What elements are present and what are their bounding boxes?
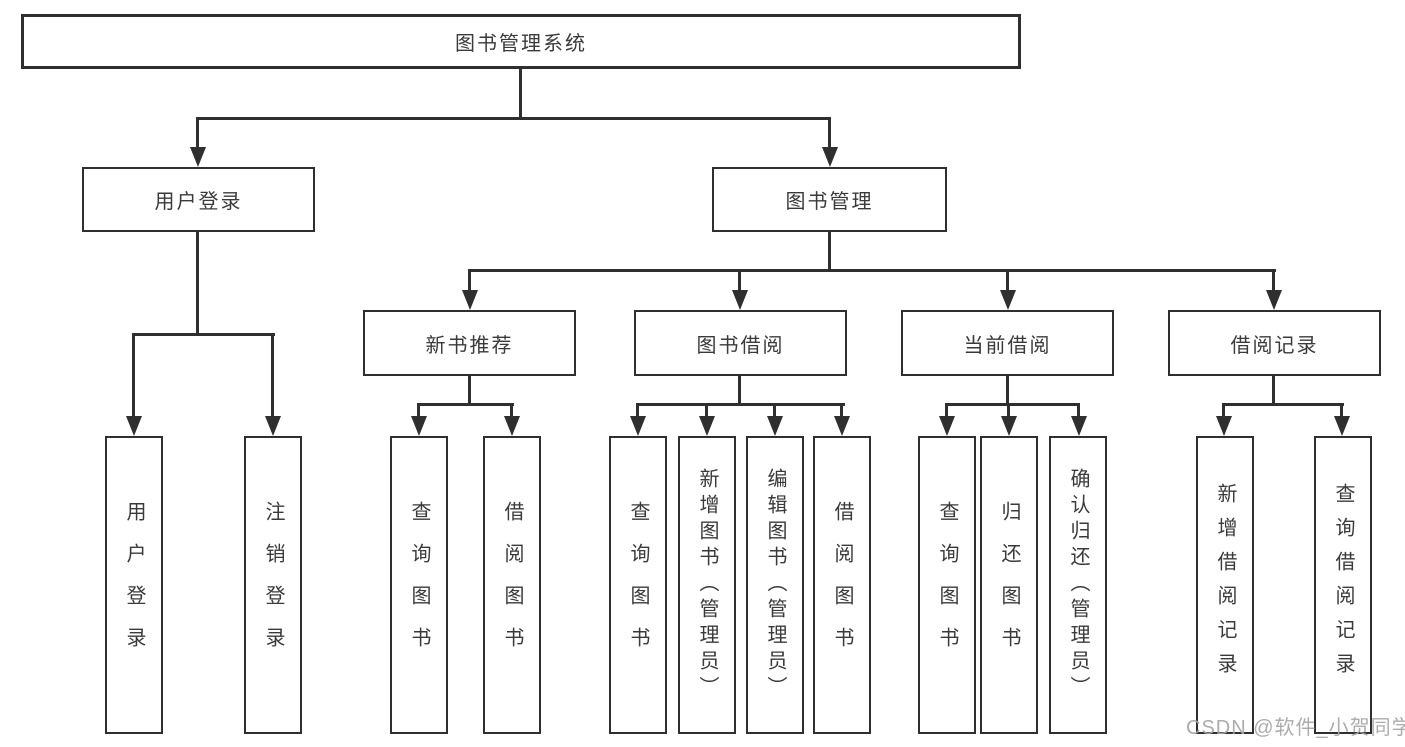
node-root: 图书管理系统 <box>21 14 1021 69</box>
leaf-query-books-current-label: 查询图书 <box>936 501 958 669</box>
arrow-to-query-current <box>939 416 955 436</box>
connector-stem-new-book <box>468 269 471 293</box>
leaf-logout: 注销登录 <box>244 436 302 734</box>
connector-borrowrecords-stub <box>1272 376 1275 406</box>
arrow-to-user-login <box>190 147 206 167</box>
node-new-book-recommend: 新书推荐 <box>363 310 576 376</box>
leaf-confirm-return-admin-label: 确认归还（管理员） <box>1067 468 1089 702</box>
node-book-borrow: 图书借阅 <box>634 310 847 376</box>
connector-stem-book-management <box>828 117 831 150</box>
csdn-watermark: CSDN @软件_小贺同学 <box>1186 717 1405 739</box>
connector-stem-edit-books <box>773 403 776 418</box>
node-book-borrow-label: 图书借阅 <box>696 334 785 357</box>
connector-stem-book-borrow <box>738 269 741 293</box>
leaf-query-books-borrow-label: 查询图书 <box>627 501 649 669</box>
connector-userlogin-rail <box>132 333 275 336</box>
connector-userlogin-stub <box>196 232 199 336</box>
connector-stem-borrow-recommend <box>510 403 513 418</box>
leaf-return-books: 归还图书 <box>980 436 1038 734</box>
arrow-to-edit-books <box>767 416 783 436</box>
node-current-borrow: 当前借阅 <box>901 310 1114 376</box>
connector-root-stub <box>519 69 522 120</box>
arrow-to-borrow-recommend <box>504 416 520 436</box>
node-book-management: 图书管理 <box>712 167 947 232</box>
arrow-to-leaf-logout <box>265 416 281 436</box>
connector-stem-query-record <box>1340 403 1343 418</box>
connector-newbook-stub <box>468 376 471 406</box>
connector-currentborrow-rail <box>945 403 1080 406</box>
leaf-add-borrow-record-label: 新增借阅记录 <box>1214 483 1236 687</box>
connector-borrowrecords-rail <box>1222 403 1344 406</box>
leaf-edit-books-admin-label: 编辑图书（管理员） <box>764 468 786 702</box>
arrow-to-book-management <box>822 147 838 167</box>
node-borrow-records: 借阅记录 <box>1168 310 1381 376</box>
leaf-borrow-books: 借阅图书 <box>813 436 871 734</box>
leaf-user-login-label: 用户登录 <box>123 501 145 669</box>
arrow-to-borrow-records <box>1266 290 1282 310</box>
arrow-to-add-record <box>1216 416 1232 436</box>
leaf-query-borrow-record-label: 查询借阅记录 <box>1332 483 1354 687</box>
node-new-book-recommend-label: 新书推荐 <box>425 334 514 357</box>
leaf-add-borrow-record: 新增借阅记录 <box>1196 436 1254 734</box>
connector-stem-leaf-logout <box>271 333 274 419</box>
connector-stem-leaf-user-login <box>132 333 135 419</box>
node-root-label: 图书管理系统 <box>455 33 587 55</box>
arrow-to-add-books <box>699 416 715 436</box>
leaf-query-borrow-record: 查询借阅记录 <box>1314 436 1372 734</box>
connector-stem-query-recommend <box>417 403 420 418</box>
leaf-borrow-books-label: 借阅图书 <box>831 501 853 669</box>
arrow-to-query-record <box>1334 416 1350 436</box>
leaf-add-books-admin-label: 新增图书（管理员） <box>696 468 718 702</box>
connector-stem-add-record <box>1222 403 1225 418</box>
connector-stem-borrow-records <box>1272 269 1275 293</box>
leaf-query-books-recommend: 查询图书 <box>390 436 448 734</box>
leaf-add-books-admin: 新增图书（管理员） <box>678 436 736 734</box>
connector-bookborrow-stub <box>738 376 741 406</box>
connector-stem-current-borrow <box>1006 269 1009 293</box>
arrow-to-book-borrow <box>732 290 748 310</box>
leaf-borrow-books-recommend-label: 借阅图书 <box>501 501 523 669</box>
connector-bookborrow-rail <box>636 403 845 406</box>
arrow-to-query-recommend <box>411 416 427 436</box>
connector-stem-confirm-return <box>1077 403 1080 418</box>
connector-bookmgmt-rail <box>468 269 1276 272</box>
connector-root-rail <box>197 117 831 120</box>
connector-currentborrow-stub <box>1006 376 1009 406</box>
connector-stem-query-borrow <box>636 403 639 418</box>
leaf-query-books-recommend-label: 查询图书 <box>408 501 430 669</box>
node-user-login: 用户登录 <box>82 167 315 232</box>
arrow-to-borrow-books <box>834 416 850 436</box>
leaf-logout-label: 注销登录 <box>262 501 284 669</box>
node-user-login-label: 用户登录 <box>154 191 243 213</box>
leaf-query-books-current: 查询图书 <box>918 436 976 734</box>
connector-stem-add-books <box>705 403 708 418</box>
leaf-return-books-label: 归还图书 <box>998 501 1020 669</box>
connector-stem-user-login <box>196 117 199 150</box>
arrow-to-query-borrow <box>630 416 646 436</box>
leaf-borrow-books-recommend: 借阅图书 <box>483 436 541 734</box>
arrow-to-new-book <box>462 290 478 310</box>
connector-stem-return-books <box>1007 403 1010 418</box>
node-current-borrow-label: 当前借阅 <box>963 334 1052 357</box>
arrow-to-confirm-return <box>1071 416 1087 436</box>
connector-stem-query-current <box>945 403 948 418</box>
leaf-confirm-return-admin: 确认归还（管理员） <box>1049 436 1107 734</box>
node-borrow-records-label: 借阅记录 <box>1230 334 1319 357</box>
connector-bookmgmt-stub <box>828 232 831 272</box>
leaf-query-books-borrow: 查询图书 <box>609 436 667 734</box>
node-book-management-label: 图书管理 <box>785 191 874 213</box>
leaf-user-login: 用户登录 <box>105 436 163 734</box>
arrow-to-return-books <box>1001 416 1017 436</box>
leaf-edit-books-admin: 编辑图书（管理员） <box>746 436 804 734</box>
connector-newbook-rail <box>417 403 514 406</box>
arrow-to-leaf-user-login <box>126 416 142 436</box>
arrow-to-current-borrow <box>1000 290 1016 310</box>
connector-stem-borrow-books <box>840 403 843 418</box>
